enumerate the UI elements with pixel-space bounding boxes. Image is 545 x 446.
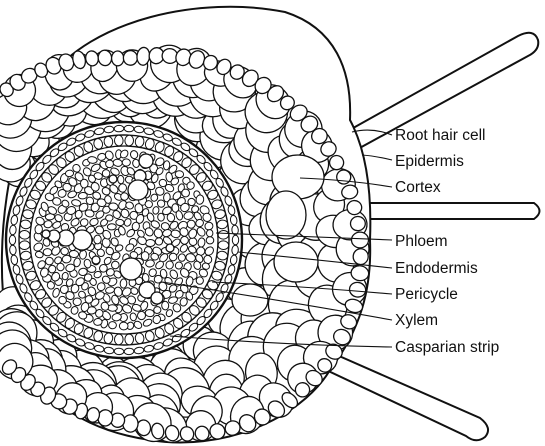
vascular-cell (145, 239, 155, 246)
endodermis-cell (232, 235, 238, 245)
endodermis-cell (9, 235, 15, 245)
xylem-vessel (58, 230, 74, 246)
vascular-cell (35, 225, 43, 234)
pericycle-cell (218, 230, 229, 239)
endodermis-cell (114, 125, 124, 132)
cortex-cell-large (266, 191, 306, 239)
xylem-vessel (151, 292, 163, 304)
xylem-vessel (120, 258, 142, 280)
leader-epidermis (362, 155, 392, 160)
pericycle-cell (125, 334, 134, 345)
vascular-cell (93, 318, 102, 326)
vascular-cell (178, 254, 185, 262)
epidermis-cell (350, 216, 366, 231)
vascular-cell (116, 219, 125, 226)
vascular-cell (43, 248, 52, 256)
epidermis-cell (123, 415, 139, 433)
vascular-cell (196, 277, 204, 285)
label-root-hair-cell: Root hair cell (395, 127, 485, 144)
label-endodermis: Endodermis (395, 260, 478, 277)
epidermis-cell (353, 248, 369, 265)
pericycle-cell (19, 230, 30, 239)
pericycle-cell (114, 334, 123, 345)
vascular-cell (119, 322, 128, 330)
xylem-vessel (42, 230, 50, 238)
vascular-cell (175, 170, 184, 178)
vascular-cell (45, 257, 54, 265)
endodermis-cell (9, 245, 16, 255)
vascular-cell (122, 159, 130, 166)
vascular-cell (93, 235, 101, 245)
vascular-cell (155, 237, 163, 245)
root-hair-lower (322, 352, 488, 440)
label-phloem: Phloem (395, 233, 448, 250)
endodermis-cell (124, 125, 134, 132)
stele (6, 122, 242, 358)
vascular-cell (118, 183, 127, 192)
epidermis-cell (123, 50, 138, 65)
cortex-cell-large (274, 242, 318, 282)
xylem-vessel (128, 180, 148, 200)
vascular-cell (107, 224, 116, 230)
xylem-vessel (109, 175, 117, 183)
pericycle-cell (114, 135, 123, 146)
label-epidermis: Epidermis (395, 153, 464, 170)
endodermis-cell (114, 348, 124, 355)
xylem-vessel (166, 244, 174, 252)
label-xylem: Xylem (395, 312, 438, 329)
vascular-cell (73, 298, 81, 306)
vascular-cell (117, 175, 124, 184)
vascular-cell (106, 215, 114, 221)
endodermis-cell (9, 225, 16, 235)
epidermis-cell (111, 51, 124, 66)
vascular-cell (108, 321, 117, 329)
epidermis-cell (352, 232, 369, 248)
labels: Root hair cell Epidermis Cortex Phloem E… (395, 127, 499, 356)
label-pericycle: Pericycle (395, 286, 458, 303)
cortex-cell-large (232, 284, 268, 316)
pericycle-cell (218, 241, 229, 250)
vascular-cell (206, 230, 213, 237)
endodermis-cell (231, 245, 238, 255)
xylem-vessel (139, 154, 153, 168)
label-cortex: Cortex (395, 179, 441, 196)
root-hair-middle (368, 203, 540, 219)
xylem-vessel (72, 230, 92, 250)
pericycle-cell (19, 241, 30, 250)
vascular-cell (120, 279, 127, 289)
xylem-vessel (92, 256, 100, 264)
endodermis-cell (124, 348, 134, 355)
pericycle-cell (125, 135, 134, 146)
label-casparian-strip: Casparian strip (395, 339, 499, 356)
